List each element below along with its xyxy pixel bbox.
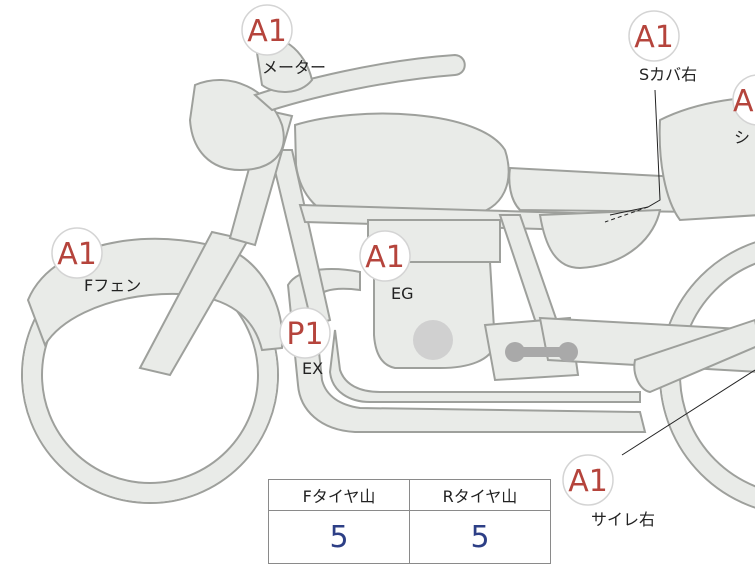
rear-tire-value: 5	[409, 510, 551, 564]
engine-cover	[413, 320, 453, 360]
svg-text:P1: P1	[286, 317, 323, 352]
svg-text:A1: A1	[634, 20, 674, 55]
headlight	[188, 79, 285, 172]
rear-shock	[633, 318, 755, 394]
tire-table-header-row: Fタイヤ山 Rタイヤ山	[268, 479, 551, 511]
handlebar	[253, 53, 466, 112]
svg-text:サイレ右: サイレ右	[591, 510, 655, 529]
front-tire-header: Fタイヤ山	[268, 479, 410, 511]
svg-text:A1: A1	[568, 464, 608, 499]
leader-side-cover-dash	[604, 206, 649, 223]
svg-text:シ: シ	[734, 128, 750, 147]
svg-text:Fフェン: Fフェン	[84, 276, 141, 295]
front-tire-value: 5	[268, 510, 410, 564]
fuel-tank	[293, 112, 510, 222]
svg-text:EX: EX	[302, 359, 323, 378]
svg-text:メーター: メーター	[262, 58, 326, 77]
exhaust-pipe	[286, 268, 647, 433]
badge-meter: A1 メーター	[241, 4, 326, 77]
badge-exhaust: P1 EX	[279, 307, 331, 378]
tire-tread-table: Fタイヤ山 Rタイヤ山 5 5	[268, 479, 551, 564]
badge-muffler-right: A1 サイレ右	[562, 454, 655, 529]
badge-engine: A1 EG	[359, 230, 414, 303]
badge-seat: A シ	[732, 74, 755, 147]
svg-text:EG: EG	[391, 284, 414, 303]
svg-text:A1: A1	[247, 14, 287, 49]
badge-front-fender: A1 Fフェン	[51, 227, 141, 295]
rear-fender	[658, 97, 755, 222]
frame-downtube	[268, 149, 332, 327]
exhaust-pipe-lower	[328, 329, 641, 403]
side-cover	[538, 208, 662, 270]
svg-text:A: A	[733, 84, 754, 119]
svg-text:A1: A1	[365, 240, 405, 275]
rear-tire-header: Rタイヤ山	[409, 479, 551, 511]
footpeg	[505, 342, 578, 362]
svg-text:Sカバ右: Sカバ右	[639, 65, 697, 84]
leader-side-cover	[609, 89, 661, 216]
leader-muffler	[621, 369, 755, 456]
badge-side-cover-right: A1 Sカバ右	[628, 10, 697, 84]
svg-text:A1: A1	[57, 237, 97, 272]
tire-table-value-row: 5 5	[268, 510, 551, 564]
